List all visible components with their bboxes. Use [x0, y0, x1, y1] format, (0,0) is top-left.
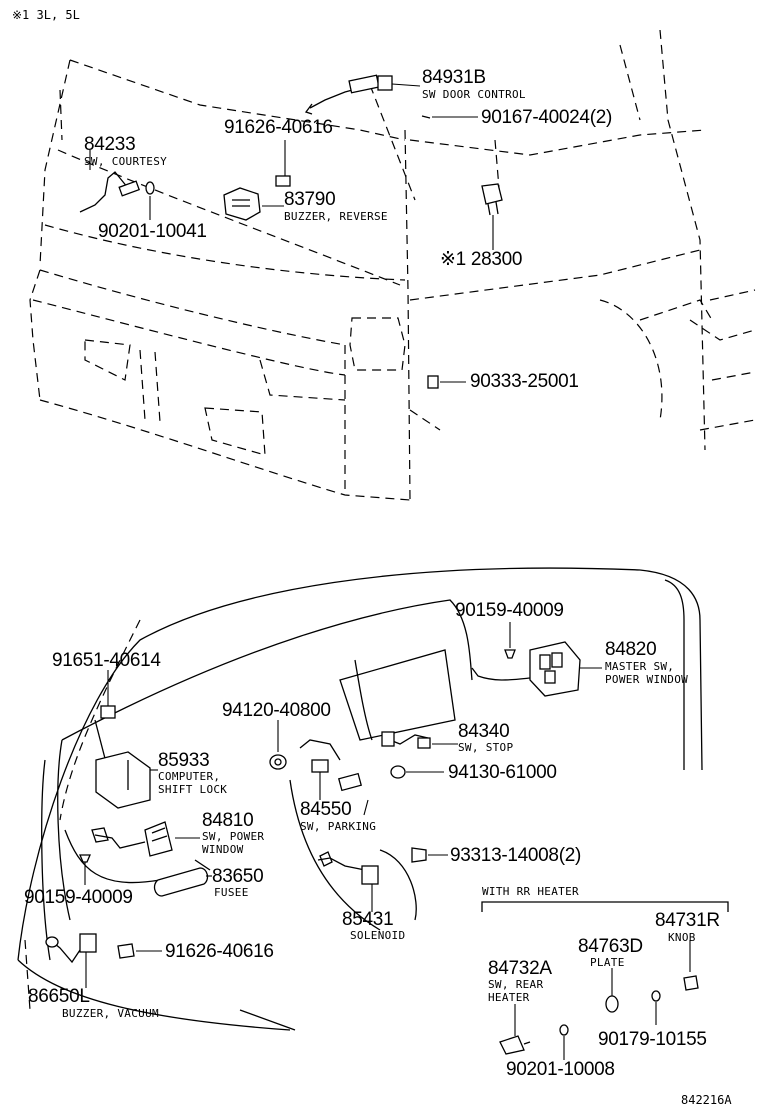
part-90201a-washer-drawing: [145, 181, 155, 220]
part-number-91651[interactable]: 91651-40614: [52, 650, 161, 671]
part-85933-computer-drawing: [95, 751, 158, 809]
part-84763d-plate-drawing: [605, 968, 619, 1013]
part-number-90201-top[interactable]: 90201-10041: [98, 221, 207, 242]
part-94120-drawing: [269, 720, 287, 770]
part-desc-85933-line1: COMPUTER,: [158, 770, 221, 783]
interior-hidden-lines: [24, 619, 141, 1011]
part-84810-drawing: [91, 821, 200, 857]
part-desc-85431: SOLENOID: [350, 929, 406, 942]
rr-heater-bracket: [481, 901, 729, 912]
part-desc-84931b: SW DOOR CONTROL: [422, 88, 526, 101]
part-84732a-drawing: [499, 1004, 531, 1055]
part-desc-84233: SW, COURTESY: [84, 155, 168, 168]
part-number-84732a[interactable]: 84732A: [488, 958, 552, 979]
part-number-85431[interactable]: 85431: [342, 909, 394, 930]
part-number-94120[interactable]: 94120-40800: [222, 700, 331, 721]
part-desc-84810-line2: WINDOW: [202, 843, 244, 856]
part-number-91626-top[interactable]: 91626-40616: [224, 117, 333, 138]
part-90333-drawing: [427, 375, 466, 389]
part-number-84340[interactable]: 84340: [458, 721, 510, 742]
part-84550-parking-sw-drawing: [299, 739, 369, 816]
part-desc-84732a-line1: SW, REAR: [488, 978, 544, 991]
part-number-84233[interactable]: 84233: [84, 134, 136, 155]
part-90159a-clip-drawing: [504, 622, 516, 659]
part-90167-screw-drawing: [421, 115, 478, 119]
part-desc-84763d: PLATE: [590, 956, 625, 969]
part-desc-84732a-line2: HEATER: [488, 991, 530, 1004]
part-number-91626-bottom[interactable]: 91626-40616: [165, 941, 274, 962]
part-number-83790[interactable]: 83790: [284, 189, 336, 210]
rr-heater-caption: WITH RR HEATER: [482, 885, 579, 898]
part-91626b-drawing: [117, 943, 162, 959]
part-desc-84820-line2: POWER WINDOW: [605, 673, 689, 686]
part-number-94130[interactable]: 94130-61000: [448, 762, 557, 783]
part-desc-84340: SW, STOP: [458, 741, 514, 754]
part-desc-84731r: KNOB: [668, 931, 696, 944]
part-number-93313[interactable]: 93313-14008(2): [450, 845, 582, 866]
part-number-84731r[interactable]: 84731R: [655, 910, 720, 931]
part-91651-bolt-drawing: [100, 670, 116, 719]
part-desc-83650: FUSEE: [214, 886, 249, 899]
part-desc-86650l: BUZZER, VACUUM: [62, 1007, 159, 1020]
part-number-28300[interactable]: ※1 28300: [440, 249, 523, 270]
part-90159b-clip-drawing: [79, 854, 91, 885]
part-desc-85933-line2: SHIFT LOCK: [158, 783, 228, 796]
part-desc-84820-line1: MASTER SW,: [605, 660, 675, 673]
part-number-90201-bottom[interactable]: 90201-10008: [506, 1059, 615, 1080]
part-84340-stop-sw-drawing: [381, 731, 458, 749]
part-number-90159-bottom[interactable]: 90159-40009: [24, 887, 133, 908]
part-90201b-drawing: [559, 1024, 569, 1060]
part-number-84810[interactable]: 84810: [202, 810, 254, 831]
variant-note: ※1 3L, 5L: [12, 8, 80, 22]
part-number-90159-top[interactable]: 90159-40009: [455, 600, 564, 621]
part-number-84763d[interactable]: 84763D: [578, 936, 643, 957]
part-84233-drawing: [79, 150, 141, 213]
part-84931b-drawing: [304, 74, 421, 115]
part-number-90167[interactable]: 90167-40024(2): [481, 107, 613, 128]
part-number-84550[interactable]: 84550: [300, 799, 352, 820]
part-number-86650l[interactable]: 86650L: [28, 986, 90, 1007]
part-93313-drawing: [411, 847, 448, 863]
part-number-84820[interactable]: 84820: [605, 639, 657, 660]
part-83650-fusee-drawing: [153, 867, 212, 897]
part-84820-master-switch-drawing: [471, 641, 602, 697]
part-desc-84550: SW, PARKING: [300, 820, 377, 833]
part-90179-drawing: [651, 990, 661, 1025]
part-85431-solenoid-drawing: [317, 851, 379, 912]
part-number-84931b[interactable]: 84931B: [422, 67, 486, 88]
part-84731r-knob-drawing: [683, 940, 699, 991]
part-number-83650[interactable]: 83650: [212, 866, 264, 887]
cab-exterior-outline: [29, 29, 756, 501]
part-desc-83790: BUZZER, REVERSE: [284, 210, 388, 223]
part-desc-84810-line1: SW, POWER: [202, 830, 265, 843]
diagram-code: 842216A: [681, 1093, 732, 1107]
part-number-90333[interactable]: 90333-25001: [470, 371, 579, 392]
interior-outline: [17, 567, 703, 1031]
part-86650l-drawing: [45, 933, 97, 988]
part-83790-buzzer-drawing: [223, 187, 284, 221]
part-28300-drawing: [481, 183, 503, 250]
part-94130-drawing: [390, 765, 444, 779]
part-number-85933[interactable]: 85933: [158, 750, 210, 771]
part-number-90179[interactable]: 90179-10155: [598, 1029, 707, 1050]
part-91626a-bolt-drawing: [275, 140, 291, 187]
